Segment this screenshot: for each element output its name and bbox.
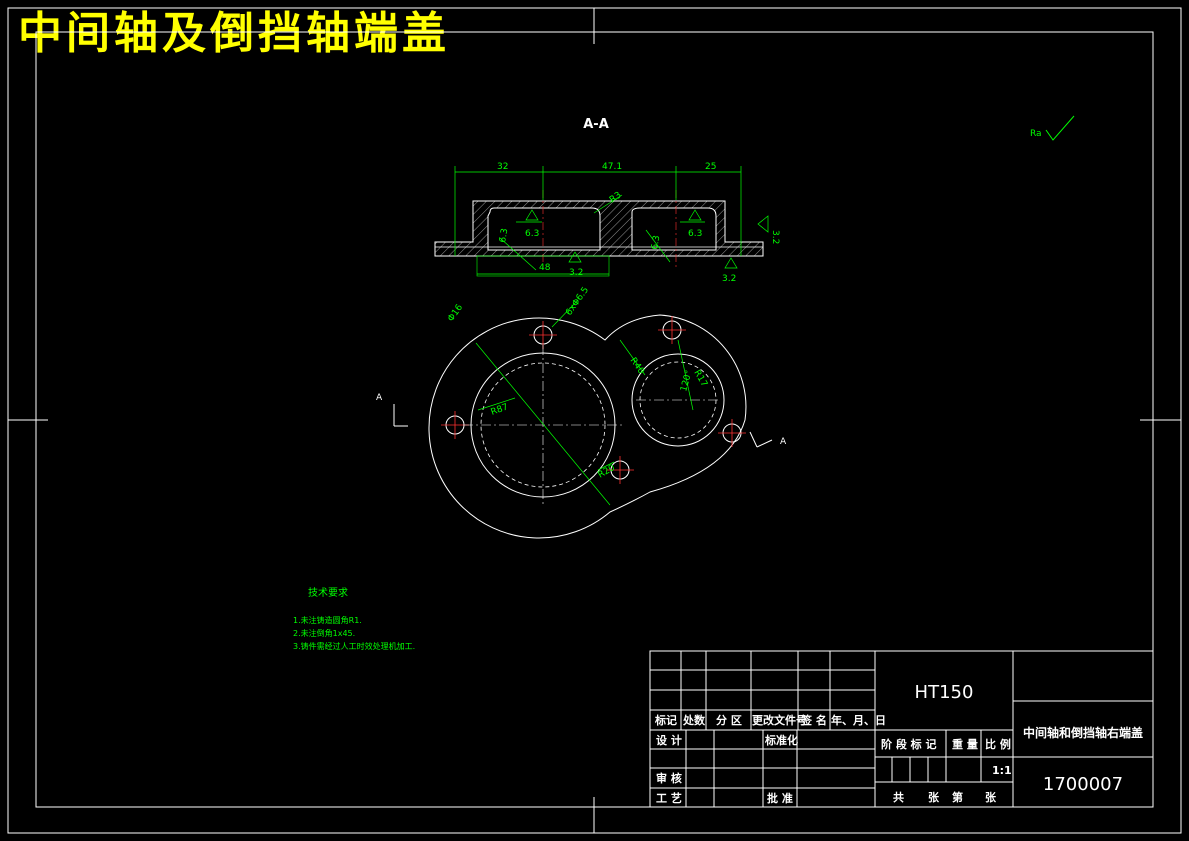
tb-stage: 阶 段 标 记 <box>881 737 937 751</box>
dim-25: 25 <box>705 162 716 172</box>
dim-dia-16: Φ16 <box>446 303 465 324</box>
centering-marks <box>8 8 1181 833</box>
tb-header-biaoji: 标记 <box>654 713 677 727</box>
dim-r87: R87 <box>490 402 510 417</box>
section-view <box>434 190 764 277</box>
dim-47-1: 47.1 <box>602 162 622 172</box>
section-dimensions <box>454 166 769 275</box>
tb-sheet: 张 <box>928 790 940 804</box>
tech-note-3: 3.铸件需经过人工时效处理机加工. <box>293 641 415 651</box>
tb-material: HT150 <box>915 682 974 703</box>
tb-header-fenqu: 分 区 <box>716 713 742 727</box>
tb-standard: 标准化 <box>764 733 798 747</box>
section-label: A-A <box>583 117 609 132</box>
rough-6-3-a: 6.3 <box>525 229 539 239</box>
plan-view <box>428 314 747 539</box>
tb-header-gengai: 更改文件号 <box>752 713 807 727</box>
view-mark-right: A <box>780 437 787 447</box>
tb-header-qianming: 签 名 <box>800 713 827 727</box>
tb-header-date: 年、月、日 <box>831 713 886 727</box>
small-bore <box>631 353 725 447</box>
tech-notes-heading: 技术要求 <box>308 586 348 599</box>
tb-approve: 批 准 <box>767 791 793 805</box>
rough-3-2-side: 3.2 <box>770 230 780 244</box>
tb-design: 设 计 <box>656 733 682 747</box>
plan-dimensions <box>475 299 694 506</box>
tech-note-2: 2.未注倒角1x45. <box>293 628 355 638</box>
title-block <box>649 650 1154 808</box>
rough-6-3-d: 6.3 <box>650 235 662 251</box>
tb-header-chushu: 处数 <box>682 713 706 727</box>
tb-total: 共 <box>893 790 904 804</box>
outline-contour <box>428 314 747 539</box>
tb-weight: 重 量 <box>952 737 978 751</box>
dim-holes: 6xΦ6.5 <box>564 285 591 317</box>
section-cavity-left <box>487 207 601 251</box>
roughness-corner-label: Ra <box>1030 129 1042 139</box>
tb-review: 审 核 <box>656 771 682 785</box>
tb-process: 工 艺 <box>656 791 682 805</box>
rough-3-2-bottom: 3.2 <box>569 268 583 278</box>
tb-sheet-2: 张 <box>985 790 997 804</box>
rough-6-3-b: 6.3 <box>688 229 702 239</box>
dim-r20: R20 <box>597 463 618 481</box>
dim-32: 32 <box>497 162 508 172</box>
tb-part-name: 中间轴和倒挡轴右端盖 <box>1023 725 1143 740</box>
view-mark-left: A <box>376 393 383 403</box>
tb-scale: 1:1 <box>992 764 1012 777</box>
view-marks <box>393 404 773 448</box>
frame-border <box>35 31 1154 808</box>
tb-ratio: 比 例 <box>985 737 1011 751</box>
tb-drawing-no: 1700007 <box>1043 774 1123 795</box>
dim-120: 120° <box>679 369 694 393</box>
rough-3-2-flange: 3.2 <box>722 274 736 284</box>
dim-48: 48 <box>539 263 551 273</box>
tb-no: 第 <box>952 790 963 804</box>
dim-r17: R17 <box>691 369 709 389</box>
rough-6-3-c: 6.3 <box>498 228 510 244</box>
big-bore-hidden <box>480 362 606 488</box>
dim-r40: R40 <box>628 356 647 376</box>
drawing-title: 中间轴及倒挡轴端盖 <box>18 8 450 59</box>
section-cavity-right <box>631 207 717 251</box>
tech-note-1: 1.未注铸造圆角R1. <box>293 615 362 625</box>
roughness-corner-symbol <box>1045 115 1075 141</box>
